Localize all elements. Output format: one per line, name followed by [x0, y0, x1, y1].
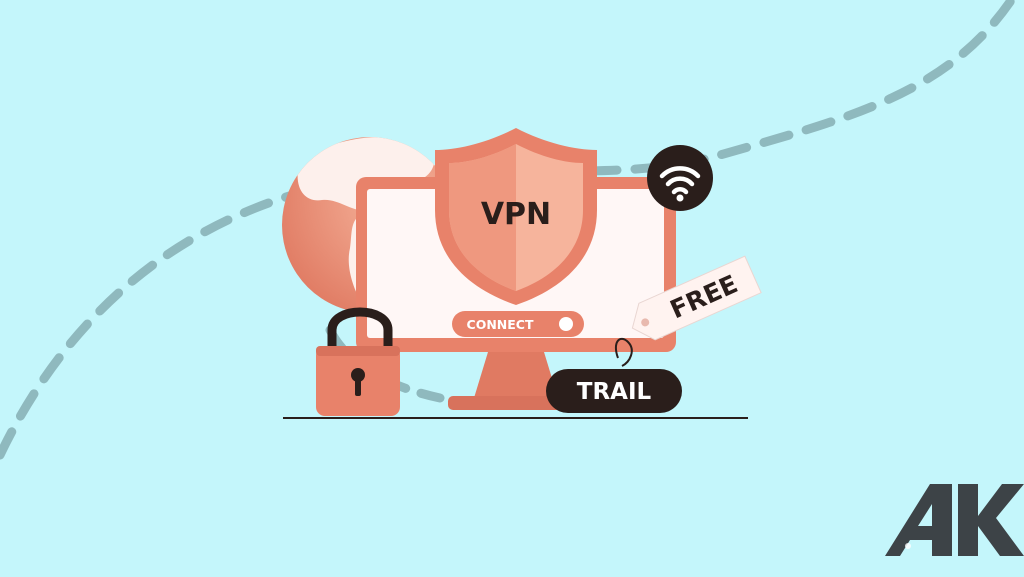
shield-icon: VPN [435, 128, 597, 305]
toggle-knob [559, 317, 573, 331]
vpn-label: VPN [481, 197, 551, 232]
trail-label: TRAIL [577, 379, 652, 405]
price-tag-icon: FREE [614, 255, 762, 367]
connect-toggle[interactable]: CONNECT [452, 311, 584, 337]
ak-logo [885, 484, 1024, 556]
trail-badge: TRAIL [546, 369, 682, 413]
wifi-icon [647, 145, 713, 211]
connect-label: CONNECT [467, 317, 534, 332]
lock-icon [316, 307, 400, 416]
